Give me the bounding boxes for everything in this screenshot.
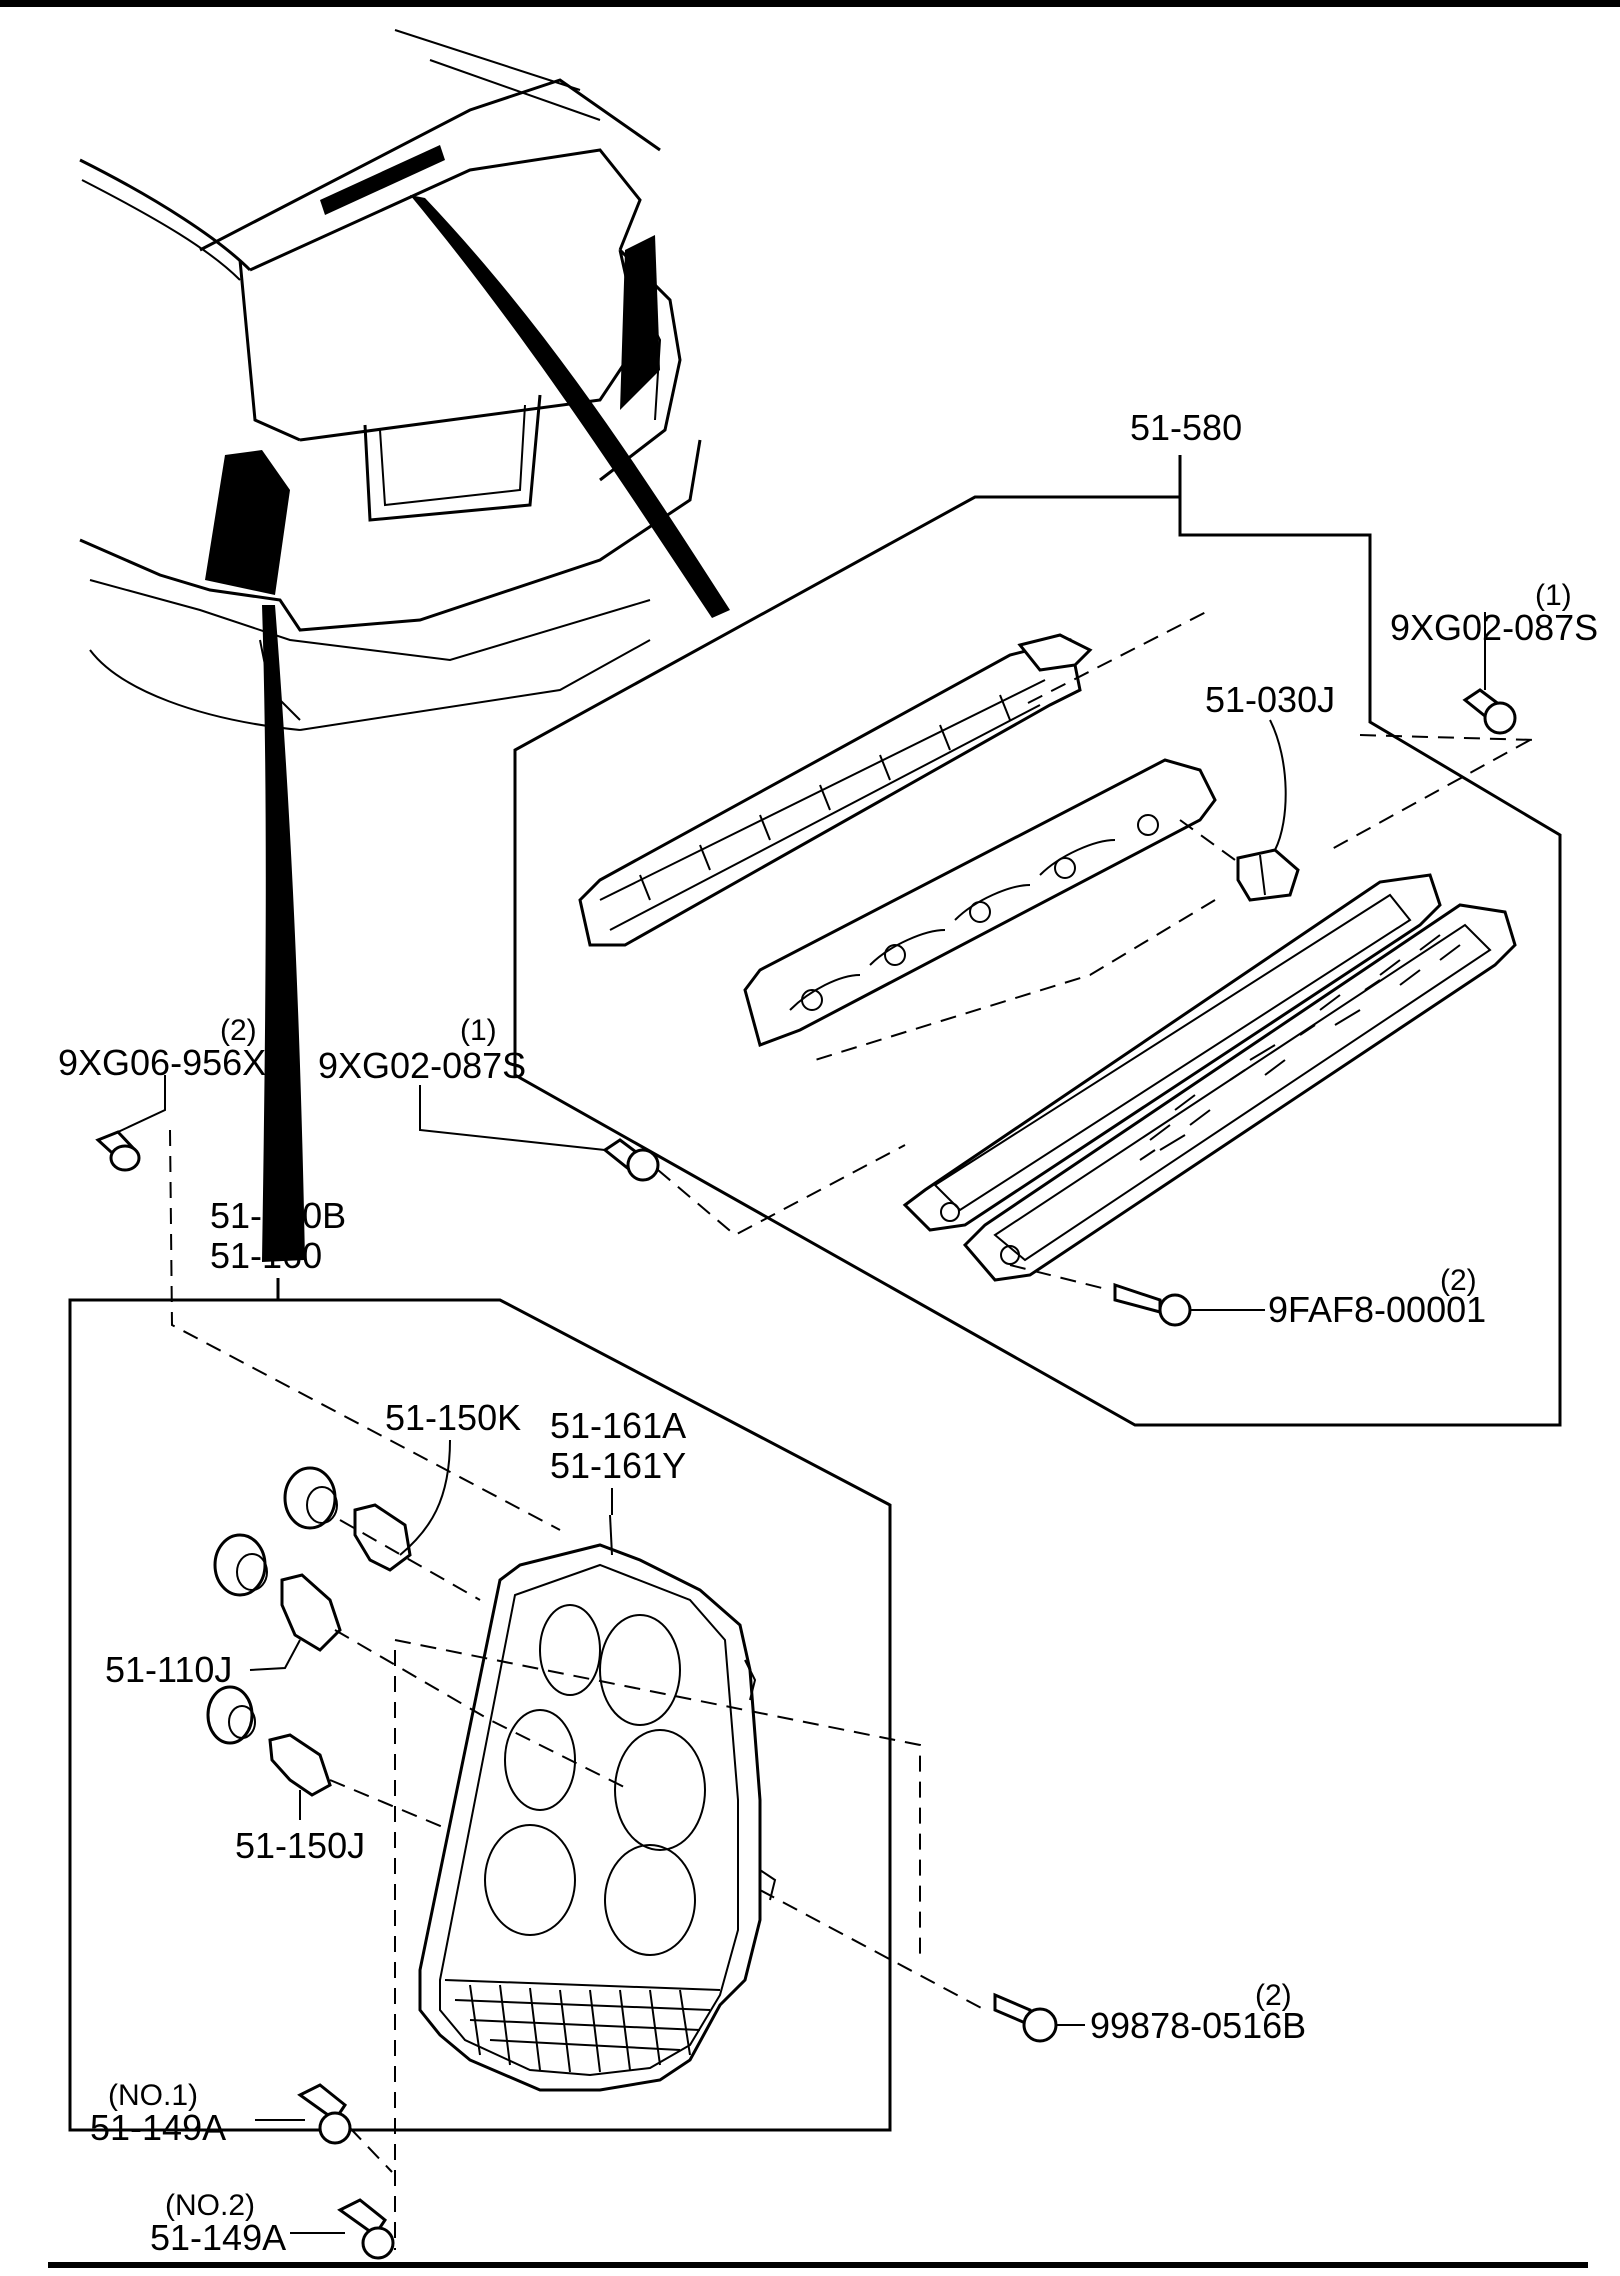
lamp-lens-back [902, 873, 1442, 1232]
label-99878-0516B: 99878-0516B [1090, 2005, 1306, 2046]
socket-51-150K [283, 1466, 412, 1572]
label-51-160: 51-160 [210, 1235, 322, 1276]
group-frame-high-mount [513, 495, 1562, 1427]
high-mount-lamp-group: 51-580 51-030J [513, 407, 1562, 1427]
screw-9XG02-087S-top [1462, 688, 1517, 735]
label-9FAF8-00001: 9FAF8-00001 [1268, 1289, 1486, 1330]
bulb-holder-plate [743, 758, 1217, 1047]
label-9XG02-top-qty: (1) [1535, 579, 1572, 612]
group-frame-tail-lamp [68, 1298, 892, 2132]
high-mount-bulb [1236, 848, 1300, 902]
label-51-580: 51-580 [1130, 407, 1242, 448]
label-51-161Y: 51-161Y [550, 1445, 686, 1486]
socket-51-150J [206, 1685, 332, 1797]
vehicle-rear-view [79, 29, 730, 1262]
label-51-149A-no2: 51-149A [150, 2217, 286, 2258]
label-grommet2-note: (NO.2) [165, 2189, 255, 2222]
clip-9XG06-956X0 [95, 1130, 141, 1172]
label-51-030J: 51-030J [1205, 679, 1335, 720]
label-9FAF8-qty: (2) [1440, 1264, 1477, 1297]
label-51-150B: 51-150B [210, 1195, 346, 1236]
socket-51-110J [213, 1533, 342, 1652]
label-9XG02-087S-top: 9XG02-087S [1390, 607, 1598, 648]
tail-lamp-lens [418, 1543, 777, 2092]
label-9XG02-087S-mid: 9XG02-087S [318, 1045, 526, 1086]
grommet-51-149A-no2 [337, 2198, 395, 2260]
screw-99878-0516B [993, 1992, 1058, 2043]
screw-9XG02-087S-mid [602, 1138, 660, 1182]
lamp-housing [578, 633, 1093, 947]
grommet-51-149A-no1 [297, 2083, 352, 2145]
label-51-110J: 51-110J [105, 1649, 232, 1690]
bottom-border [48, 2262, 1588, 2268]
label-51-150J: 51-150J [235, 1825, 365, 1866]
label-51-161A: 51-161A [550, 1405, 686, 1446]
label-9XG06-qty: (2) [220, 1014, 257, 1047]
lamp-lens-front [962, 903, 1517, 1282]
screw-9FAF8-00001 [1113, 1282, 1192, 1327]
label-99878-qty: (2) [1255, 1979, 1292, 2012]
label-9XG06-956X0: 9XG06-956X0 [58, 1042, 286, 1083]
top-border [0, 0, 1620, 7]
label-9XG02-mid-qty: (1) [460, 1014, 497, 1047]
tail-lamp-group: 51-150B 51-160 51-161A 51-161Y [68, 1129, 986, 2250]
label-51-149A-no1: 51-149A [90, 2107, 226, 2148]
label-51-150K: 51-150K [385, 1397, 521, 1438]
label-grommet1-note: (NO.1) [108, 2079, 198, 2112]
